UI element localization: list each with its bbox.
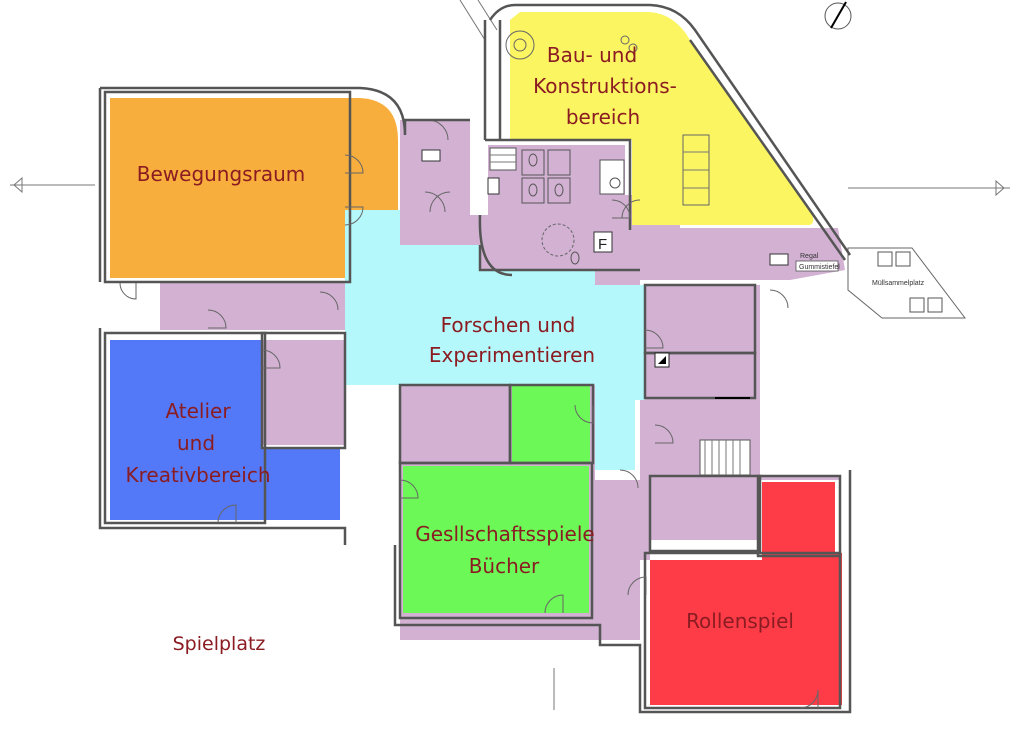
doors [119,119,819,709]
room-bewegungsraum[interactable] [110,98,348,278]
exit-sign-icon [421,149,789,266]
room-bewegungsraum-corner [340,98,398,210]
label-bau-2: Konstruktions- [533,74,677,98]
label-gesellschaft-2: Bücher [469,554,540,578]
shelf-label-group: Regal Gummistiefel [795,253,840,272]
stair-icon [489,147,751,476]
label-gesellschaft-1: Gesllschaftsspiele [415,522,594,546]
label-bewegungsraum: Bewegungsraum [137,162,306,186]
furniture-bau [505,30,710,206]
marker-icon [654,352,750,399]
room-forschen[interactable] [345,210,645,470]
room-bau[interactable] [510,12,814,225]
shelf-label: Regal [800,253,819,260]
label-forschen-2: Experimentieren [429,343,595,367]
room-labels: Bewegungsraum Bau- und Konstruktions- be… [125,43,793,655]
label-atelier-1: Atelier [165,399,231,423]
room-gesellschaft[interactable] [403,466,589,613]
room-rollenspiel[interactable] [650,482,842,705]
site-guides [10,0,1010,710]
label-spielplatz: Spielplatz [173,633,266,655]
outer-walls [98,3,852,714]
circulation-west [160,282,345,330]
label-rollenspiel: Rollenspiel [686,609,794,633]
fire-extinguisher-icon: F [593,231,613,253]
north-arrow-icon [824,1,852,30]
label-bau-1: Bau- und [547,43,637,67]
waste-area: Müllsammelplatz [847,247,967,319]
room-atelier[interactable] [110,340,340,520]
toilet-icons [521,149,625,265]
label-atelier-2: und [177,431,215,455]
circulation-main [160,120,845,300]
waste-area-label: Müllsammelplatz [872,280,925,287]
boots-label: Gummistiefel [799,264,840,271]
label-forschen-1: Forschen und [441,313,576,337]
fire-symbol-label: F [598,236,607,253]
interior-walls [103,20,847,710]
room-small-green[interactable] [512,386,590,462]
label-bau-3: bereich [566,105,640,129]
circulation-toilets [488,145,625,270]
label-atelier-3: Kreativbereich [125,463,270,487]
